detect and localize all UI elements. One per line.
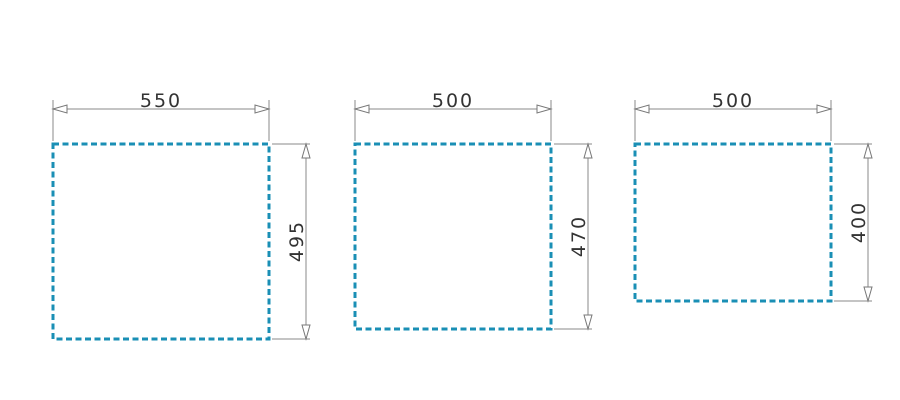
- width-label-1: 550: [140, 90, 182, 112]
- width-arrow-left-3: [633, 104, 650, 114]
- shape-group-3: 500 400: [633, 90, 873, 303]
- width-arrow-right-1: [254, 104, 271, 114]
- width-arrow-right-2: [536, 104, 553, 114]
- height-arrow-bottom-1: [301, 324, 311, 341]
- height-arrow-top-2: [583, 142, 593, 159]
- shape-group-2: 500 470: [353, 90, 593, 331]
- width-arrow-left-2: [353, 104, 370, 114]
- shape-group-1: 550 495: [51, 90, 311, 341]
- height-arrow-bottom-3: [863, 286, 873, 303]
- width-label-3: 500: [712, 90, 754, 112]
- cutout-outline-3: [633, 142, 833, 303]
- height-arrow-top-1: [301, 142, 311, 159]
- height-arrow-bottom-2: [583, 314, 593, 331]
- height-arrow-top-3: [863, 142, 873, 159]
- height-label-2: 470: [568, 215, 590, 257]
- width-label-2: 500: [432, 90, 474, 112]
- cutout-outline-2: [353, 142, 553, 331]
- cutout-outline-1: [51, 142, 271, 341]
- width-arrow-left-1: [51, 104, 68, 114]
- height-label-1: 495: [286, 220, 308, 262]
- width-arrow-right-3: [816, 104, 833, 114]
- height-label-3: 400: [848, 201, 870, 243]
